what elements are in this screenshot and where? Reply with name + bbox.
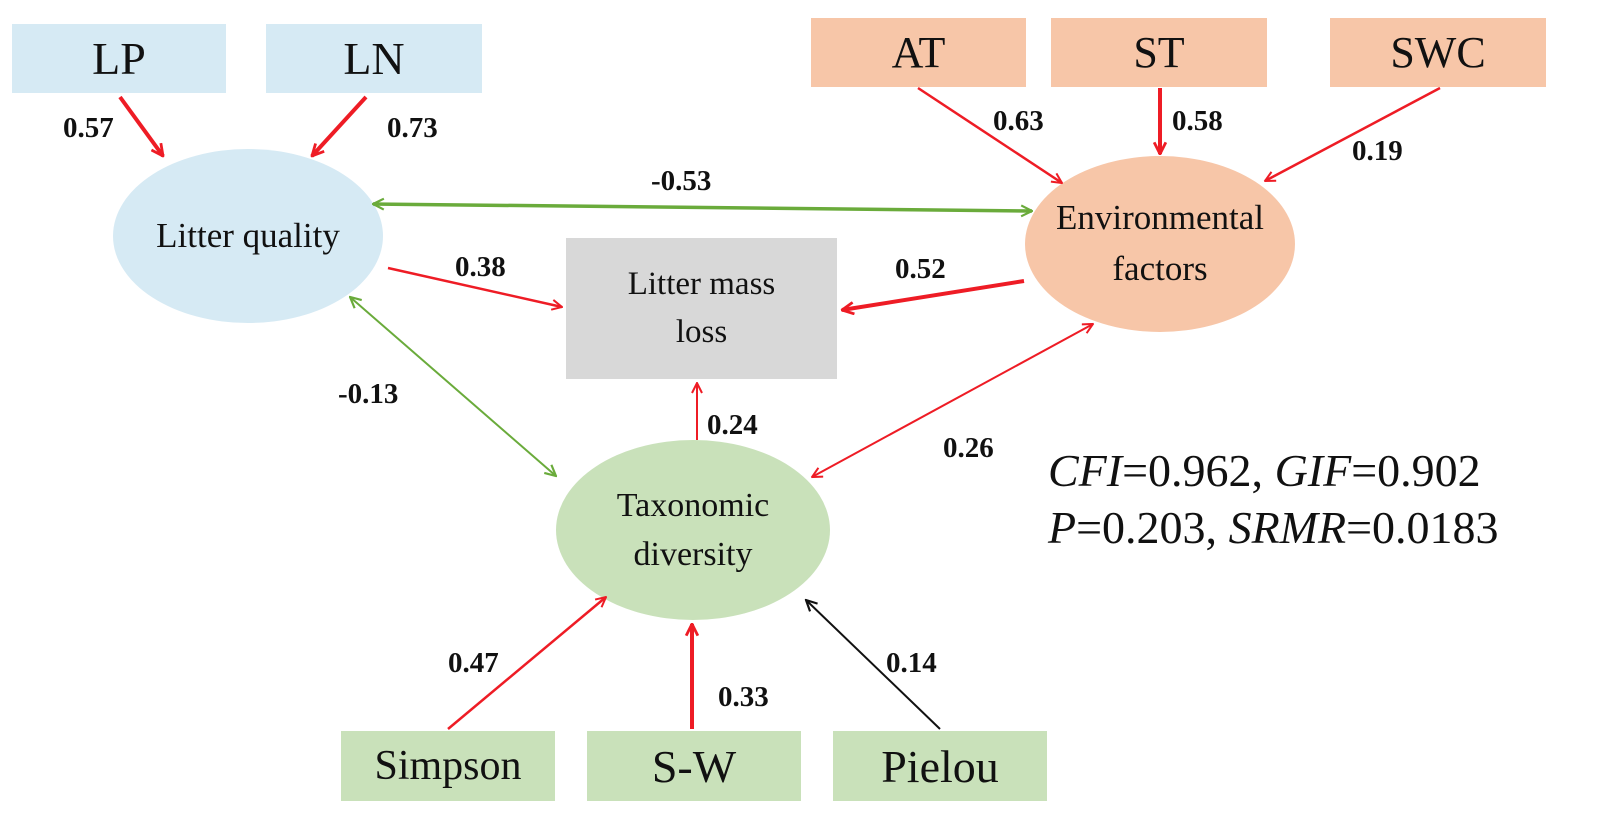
coef-env-lml: 0.52 (895, 253, 946, 285)
pielou-box: Pielou (833, 731, 1047, 801)
litter-quality-node: Litter quality (113, 149, 383, 323)
arrow-environmental-factors-to-litter-mass-loss (842, 279, 1025, 310)
swc-box: SWC (1330, 18, 1546, 87)
gif-value: =0.902 (1351, 445, 1481, 496)
arrow-lp-to-litter-quality (118, 95, 163, 156)
coef-lq-td: -0.13 (338, 378, 399, 410)
sw-box: S-W (587, 731, 801, 801)
coef-ln: 0.73 (387, 112, 438, 144)
environmental-factors-node: Environmental factors (1025, 156, 1295, 332)
coef-td-lml: 0.24 (707, 409, 758, 441)
arrow-pielou-to-taxonomic-diversity (806, 600, 941, 730)
st-label: ST (1133, 28, 1185, 77)
simpson-box: Simpson (341, 731, 555, 801)
coef-simpson: 0.47 (448, 647, 499, 679)
at-box: AT (811, 18, 1026, 87)
coef-st: 0.58 (1172, 105, 1223, 137)
coef-lp: 0.57 (63, 112, 114, 144)
p-value: =0.203, (1076, 502, 1229, 553)
coef-sw: 0.33 (718, 681, 769, 713)
gif-label: GIF (1274, 445, 1352, 496)
fit-line-1: CFI=0.962, GIF=0.902 (1048, 444, 1481, 497)
arrow-swc-to-environmental-factors (1265, 86, 1441, 183)
environmental-factors-line1: Environmental (1055, 198, 1264, 238)
taxonomic-diversity-line2: diversity (633, 536, 753, 573)
coef-at: 0.63 (993, 105, 1044, 137)
swc-label: SWC (1390, 28, 1486, 77)
arrow-environmental-factors-taxonomic-diversity (812, 324, 1093, 477)
srmr-label: SRMR (1228, 502, 1347, 553)
coef-lq-lml: 0.38 (455, 251, 506, 283)
st-box: ST (1051, 18, 1267, 87)
arrow-litter-quality-environmental-factors (373, 204, 1032, 211)
litter-mass-loss-line1: Litter mass (627, 265, 776, 302)
coef-swc: 0.19 (1352, 135, 1403, 167)
p-label: P (1048, 502, 1077, 553)
sw-label: S-W (651, 740, 737, 792)
taxonomic-diversity-line1: Taxonomic (616, 486, 770, 524)
simpson-label: Simpson (374, 743, 522, 789)
litter-quality-label: Litter quality (156, 215, 340, 255)
coef-env-td: 0.26 (943, 432, 994, 464)
arrow-simpson-to-taxonomic-diversity (447, 597, 606, 730)
litter-mass-loss-box: Litter mass loss (566, 238, 837, 379)
coef-pielou: 0.14 (886, 647, 937, 679)
cfi-label: CFI (1048, 445, 1123, 496)
ln-label: LN (343, 33, 405, 84)
arrow-litter-quality-taxonomic-diversity (350, 297, 556, 476)
coef-lq-env: -0.53 (651, 165, 712, 197)
fit-line-2: P=0.203, SRMR=0.0183 (1048, 501, 1499, 554)
arrow-at-to-environmental-factors (917, 86, 1062, 183)
srmr-value: =0.0183 (1346, 502, 1499, 553)
cfi-value: =0.962, (1122, 445, 1275, 496)
lp-label: LP (92, 33, 146, 84)
at-label: AT (891, 28, 946, 77)
environmental-factors-line2: factors (1112, 249, 1208, 288)
litter-mass-loss-line2: loss (675, 313, 728, 350)
ln-box: LN (266, 24, 482, 93)
pielou-label: Pielou (881, 740, 999, 792)
lp-box: LP (12, 24, 226, 93)
taxonomic-diversity-node: Taxonomic diversity (556, 440, 830, 620)
arrow-ln-to-litter-quality (312, 95, 368, 156)
